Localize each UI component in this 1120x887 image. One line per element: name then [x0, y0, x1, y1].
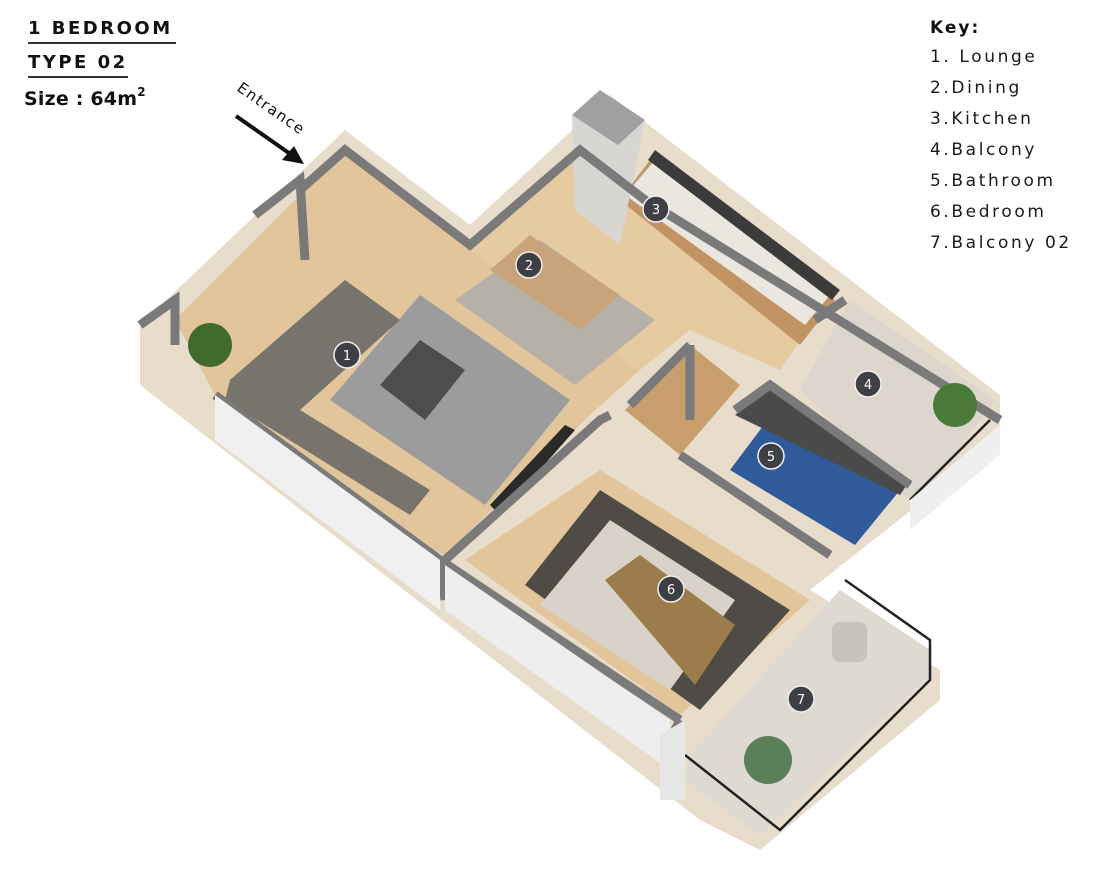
plant-icon [188, 323, 232, 367]
room-marker-5: 5 [757, 442, 785, 470]
key-item-dining: 2.Dining [930, 78, 1022, 98]
entrance-indicator: Entrance [234, 80, 309, 164]
key-item-bathroom: 5.Bathroom [930, 171, 1056, 191]
balcony-railing [909, 419, 991, 501]
armchair [832, 622, 867, 662]
lounge-rug [330, 295, 570, 505]
unit-type-title: 1 BEDROOM [28, 18, 176, 44]
key-title: Key: [930, 18, 981, 38]
svg-text:3: 3 [652, 203, 660, 218]
room-marker-3: 3 [642, 195, 670, 223]
svg-text:6: 6 [667, 583, 675, 598]
hallway-floor [625, 345, 740, 455]
arrow-down-right-icon [234, 114, 304, 164]
key-item-lounge: 1. Lounge [930, 47, 1038, 67]
unit-size: Size : 64m2 [24, 85, 176, 110]
svg-text:1: 1 [343, 349, 351, 364]
room-marker-6: 6 [657, 575, 685, 603]
fridge-top [572, 90, 645, 145]
svg-text:7: 7 [797, 693, 805, 708]
kitchen-backsplash [648, 150, 840, 300]
unit-variant-title: TYPE 02 [28, 52, 128, 78]
balcony-floor [800, 300, 995, 500]
room-marker-7: 7 [787, 685, 815, 713]
tv-unit [490, 425, 575, 515]
unit-size-label: Size : 64m [24, 88, 138, 110]
plant-icon [933, 383, 977, 427]
unit-size-superscript: 2 [137, 85, 146, 99]
room-marker-2: 2 [515, 251, 543, 279]
wall-face-bedroom [445, 565, 670, 770]
kitchen-floor [470, 150, 815, 370]
balcony-02-floor [685, 590, 930, 835]
balcony-02-railing [684, 578, 932, 832]
svg-text:2: 2 [525, 259, 533, 274]
wall-face-right [910, 425, 1000, 530]
room-marker-1: 1 [333, 341, 361, 369]
sofa [225, 280, 430, 515]
svg-text:4: 4 [864, 378, 872, 393]
bathroom-wall [735, 385, 910, 495]
wall-face-pillar [660, 720, 685, 800]
bed-throw [605, 555, 735, 685]
key-item-bedroom: 6.Bedroom [930, 202, 1047, 222]
wall-face-left [215, 395, 440, 610]
plant-icon [744, 736, 792, 784]
coffee-table [380, 340, 465, 420]
key-item-balcony: 4.Balcony [930, 140, 1038, 160]
svg-text:5: 5 [767, 450, 775, 465]
key-item-balcony-02: 7.Balcony 02 [930, 233, 1072, 253]
room-marker-4: 4 [854, 370, 882, 398]
key-item-kitchen: 3.Kitchen [930, 109, 1034, 129]
room-key-legend: Key: 1. Lounge 2.Dining 3.Kitchen 4.Balc… [930, 18, 1072, 259]
unit-title-block: 1 BEDROOM TYPE 02 Size : 64m2 [24, 18, 176, 110]
entrance-label: Entrance [234, 80, 309, 139]
